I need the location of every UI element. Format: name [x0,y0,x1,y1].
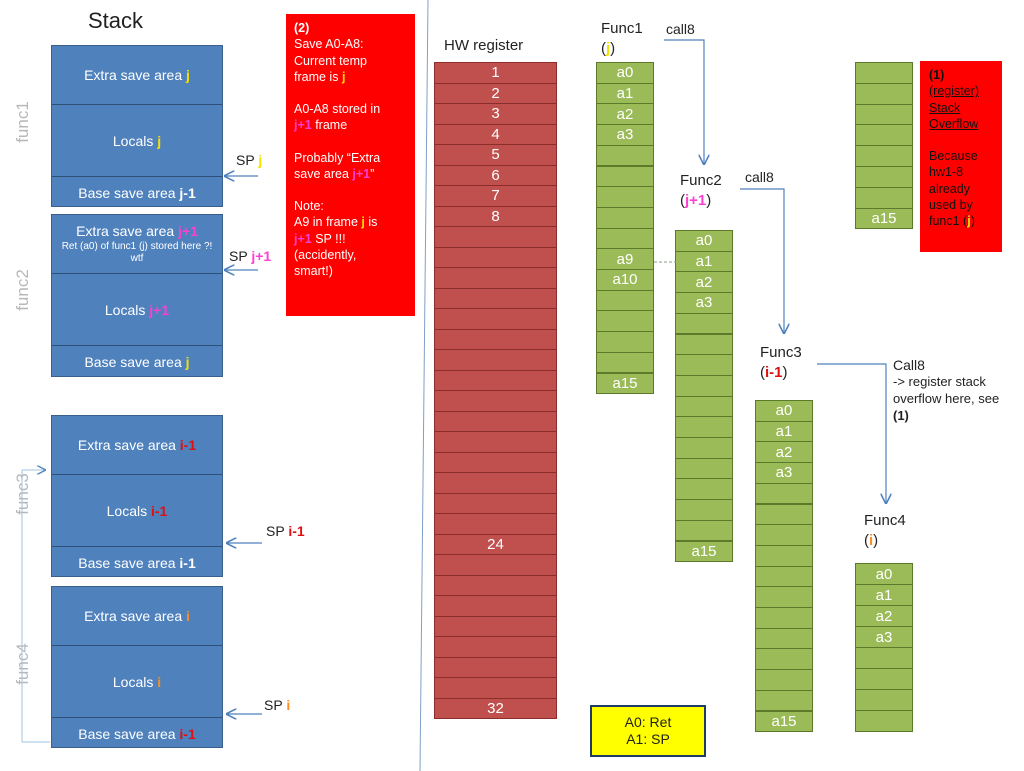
locals: Locals i [52,645,222,718]
func3-title: Func3 [760,344,802,361]
hw-register-title: HW register [444,37,524,54]
call-label-3: Call8 -> register stack overflow here, s… [893,357,1000,423]
extra-save-area: Extra save area j+1 Ret (a0) of func1 (j… [52,215,222,273]
func3-register-cell-0: a0 [755,400,813,422]
func4-register-cell-2: a2 [855,605,913,627]
call-label-2: call8 [745,169,774,185]
locals: Locals j+1 [52,273,222,346]
stack-title: Stack [88,8,144,33]
call-arrow-2 [740,188,784,333]
func2-title: Func2 [680,172,722,189]
note-1: (1) (register) Stack Overflow Because hw… [920,61,1002,252]
extra-save-area: Extra save area j [84,66,190,83]
func2-register-cell-15: a15 [675,540,733,563]
func1-register-cell-3: a3 [596,124,654,146]
hw-register-cell-7: 8 [434,205,557,227]
hw-register-cell-31: 32 [434,697,557,719]
func4-title: Func4 [864,512,906,529]
legend-box: A0: Ret A1: SP [590,705,706,757]
func3-register-cell-3: a3 [755,462,813,484]
stack-frame-func2: Extra save area j+1 Ret (a0) of func1 (j… [51,214,223,377]
call-arrow-1 [664,39,704,164]
stack-frame-func3: Extra save area i-1 Locals i-1 Base save… [51,415,223,577]
stack-frame-func1: Extra save area j Locals j Base save are… [51,45,223,207]
locals: Locals j [52,104,222,177]
overflow-register-cell-7: a15 [855,207,913,230]
func2-register-cell-0: a0 [675,230,733,252]
base-save-area: Base save area j [52,345,222,379]
extra-save-area: Extra save area i [84,607,190,624]
sp-label-func1: SP j [236,152,263,168]
func1-register-cell-9: a9 [596,248,654,270]
func1-var: (j) [601,40,616,57]
func3-register-cell-2: a2 [755,441,813,464]
call-arrow-3 [817,363,886,503]
sp-label-func2: SP j+1 [229,248,272,264]
extra-save-note: Ret (a0) of func1 (j) stored here ?! wtf [61,241,213,265]
func1-title: Func1 [601,20,643,37]
hw-register-cell-23: 24 [434,533,557,555]
stack-frame-func4: Extra save area i Locals i Base save are… [51,586,223,748]
section-divider [419,0,429,771]
func4-register-cell-7 [855,710,913,732]
base-save-area: Base save area i-1 [52,546,222,579]
func4-var: (i) [864,532,879,549]
func3-register-cell-15: a15 [755,710,813,733]
func1-register-cell-15: a15 [596,372,654,395]
base-save-area: Base save area j-1 [52,176,222,209]
func3-register-cell-1: a1 [755,420,813,443]
call-label-1: call8 [666,21,695,37]
func1-register-cell-0: a0 [596,62,654,84]
note-2: (2) Save A0-A8: Current temp frame is j … [286,14,415,316]
extra-save-area: Extra save area i-1 [77,436,197,453]
func3-var: (i-1) [760,364,788,381]
overflow-registers: a15 [855,62,913,230]
sp-label-func3: SP i-1 [266,523,305,539]
func2-var: (j+1) [680,192,712,209]
base-save-area: Base save area i-1 [52,717,222,750]
locals: Locals i-1 [52,474,222,547]
sp-label-func4: SP i [264,697,291,713]
